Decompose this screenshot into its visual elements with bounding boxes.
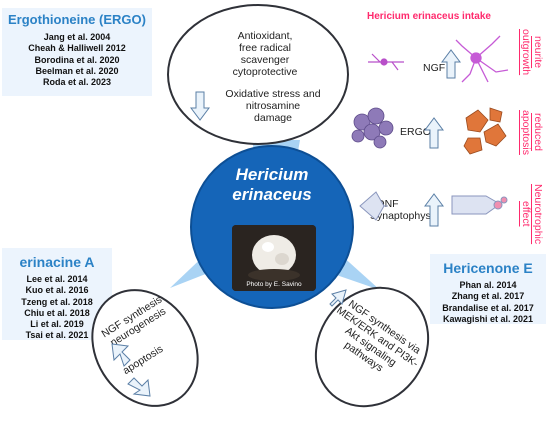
ref-item: Jang et al. 2004 <box>43 32 111 42</box>
ref-item: Lee et al. 2014 <box>26 274 88 284</box>
oval-line: free radical <box>239 42 291 54</box>
ref-item: Chiu et al. 2018 <box>24 307 90 318</box>
mushroom-photo: Photo by E. Savino <box>232 225 316 291</box>
center-title: Hericium erinaceus <box>190 165 354 205</box>
oval-line: nitrosamine <box>245 100 301 112</box>
neuron-icon <box>368 53 404 71</box>
vlabel-line: neurite <box>532 35 544 69</box>
ref-item: Tzeng et al. 2018 <box>21 296 93 307</box>
oval-line: cytoprotective <box>232 66 298 78</box>
top-oval-arrows <box>190 91 210 121</box>
healthy-cells-icon <box>463 107 507 155</box>
top-oval <box>167 4 349 145</box>
hericenone-refs: Phan al. 2014 Zhang et al. 2017 Brandali… <box>430 280 546 325</box>
ref-item: Zhang et al. 2017 <box>451 291 525 302</box>
intake-title: Hericium erinaceus intake <box>367 11 491 22</box>
vlabel-line: effect <box>520 201 532 227</box>
intake-graphics <box>351 35 509 227</box>
vlabel-line: apoptosis <box>520 109 532 155</box>
ergo-label: ERGO <box>400 126 431 138</box>
ref-item: Borodina et al. 2020 <box>34 54 120 65</box>
ref-item: Roda et al. 2023 <box>42 77 112 88</box>
ref-item: Beelman et al. 2020 <box>35 65 119 76</box>
ergo-refs: Jang et al. 2004 Cheah & Halliwell 2012 … <box>2 32 152 88</box>
down-arrow-icon <box>127 377 151 397</box>
ref-item: Phan al. 2014 <box>459 280 517 290</box>
up-arrow-icon <box>111 343 131 367</box>
ref-item: Li et al. 2019 <box>30 319 84 330</box>
oval-line: Antioxidant, <box>237 30 293 42</box>
up-arrow-icon <box>441 49 461 79</box>
top-oval-text-2: Oxidative stress and nitrosamine damage <box>213 88 333 124</box>
ngf-label: NGF <box>423 62 446 74</box>
up-arrow-icon <box>424 117 444 149</box>
vlabel-line: outgrowth <box>520 28 532 76</box>
oval-line: scavenger <box>240 54 290 66</box>
up-arrow-icon <box>424 193 444 227</box>
down-arrow-icon <box>190 91 210 121</box>
label-neurite-outgrowth: neurite outgrowth <box>520 22 544 82</box>
neuron-outgrowth-icon <box>455 35 509 83</box>
ref-item: Brandalise et al. 2017 <box>442 302 534 313</box>
synaptophysin-label: Synaptophysin <box>370 210 439 222</box>
ref-item: Kawagishi et al. 2021 <box>442 313 534 324</box>
ref-item: Cheah & Halliwell 2012 <box>28 43 126 54</box>
center-title-line: Hericium <box>235 165 309 184</box>
ergo-panel: Ergothioneine (ERGO) Jang et al. 2004 Ch… <box>2 8 152 96</box>
ref-item: Kuo et al. 2016 <box>25 285 89 296</box>
up-arrow-icon <box>329 289 347 307</box>
oval-line: Oxidative stress and <box>225 88 321 100</box>
synapse-icon <box>359 191 388 221</box>
right-oval-arrows <box>329 289 347 307</box>
label-neurotrophic-effect: Neurotrophic effect <box>520 178 544 250</box>
center-title-line: erinaceus <box>232 185 312 204</box>
erinacine-title: erinacine A <box>19 254 95 270</box>
hericenone-panel: Hericenone E Phan al. 2014 Zhang et al. … <box>430 254 546 324</box>
synapse-icon <box>451 195 508 215</box>
oval-line: damage <box>254 112 292 124</box>
erinacine-refs: Lee et al. 2014 Kuo et al. 2016 Tzeng et… <box>2 274 112 342</box>
label-reduced-apoptosis: reduced apoptosis <box>520 96 544 168</box>
left-oval-arrows <box>111 343 151 397</box>
top-oval-text-1: Antioxidant, free radical scavenger cyto… <box>195 30 335 78</box>
hericenone-title: Hericenone E <box>443 260 533 276</box>
ergo-title: Ergothioneine (ERGO) <box>8 12 146 27</box>
cell-cluster-icon <box>351 107 394 149</box>
mushroom-image <box>232 225 316 291</box>
vlabel-line: reduced <box>532 113 544 151</box>
photo-credit: Photo by E. Savino <box>246 281 302 288</box>
vlabel-line: Neurotrophic <box>532 183 544 245</box>
ref-item: Tsai et al. 2021 <box>25 330 89 341</box>
